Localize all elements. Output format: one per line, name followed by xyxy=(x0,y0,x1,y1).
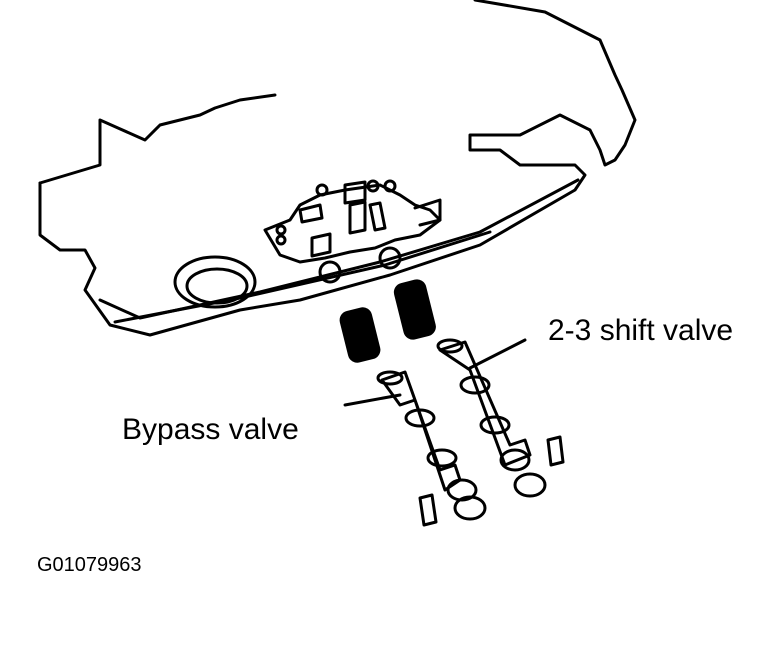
port-hole-2 xyxy=(378,246,402,270)
shift-valve-land-1 xyxy=(459,375,491,395)
round-port-outer xyxy=(173,255,257,309)
plate-front-bevel xyxy=(98,178,580,320)
bypass-valve-leader xyxy=(343,393,402,407)
figure-id: G01079963 xyxy=(37,554,142,576)
shift-valve-cap-2 xyxy=(513,472,547,498)
round-port-inner xyxy=(185,267,249,305)
port-hole-7 xyxy=(275,224,287,236)
slot-2 xyxy=(348,200,367,235)
port-hole-6 xyxy=(275,234,287,246)
shift-valve-spool xyxy=(438,340,532,467)
slot-5 xyxy=(298,203,324,224)
channel-right xyxy=(413,198,442,227)
port-hole-5 xyxy=(383,179,397,193)
slot-1 xyxy=(343,180,367,205)
shift-valve-end xyxy=(436,338,464,354)
bypass-valve-spool xyxy=(380,370,462,492)
bypass-valve-cap-2 xyxy=(453,495,487,521)
shift-valve-leader xyxy=(468,338,527,370)
shift-valve-label: 2-3 shift valve xyxy=(548,314,734,347)
shift-valve-cap-1 xyxy=(499,448,531,472)
shift-valve-land-2 xyxy=(479,415,511,435)
port-hole-4 xyxy=(366,179,380,193)
valve-body-top-edge xyxy=(38,93,277,185)
slot-4 xyxy=(310,232,332,258)
plate-lower-edge xyxy=(113,230,492,324)
slot-3 xyxy=(368,201,387,232)
bypass-valve-land-2 xyxy=(426,448,458,468)
shift-plug xyxy=(546,435,565,467)
bypass-valve-end xyxy=(376,370,404,386)
channel-block xyxy=(263,183,442,264)
bypass-valve-label: Bypass valve xyxy=(122,413,299,446)
valve-body-outline xyxy=(38,0,637,337)
port-hole-3 xyxy=(315,183,329,197)
shift-spring xyxy=(393,279,436,340)
bypass-plug xyxy=(418,493,438,527)
bypass-valve-land-1 xyxy=(404,408,436,428)
bypass-spring xyxy=(339,307,381,363)
port-hole-1 xyxy=(318,260,342,284)
